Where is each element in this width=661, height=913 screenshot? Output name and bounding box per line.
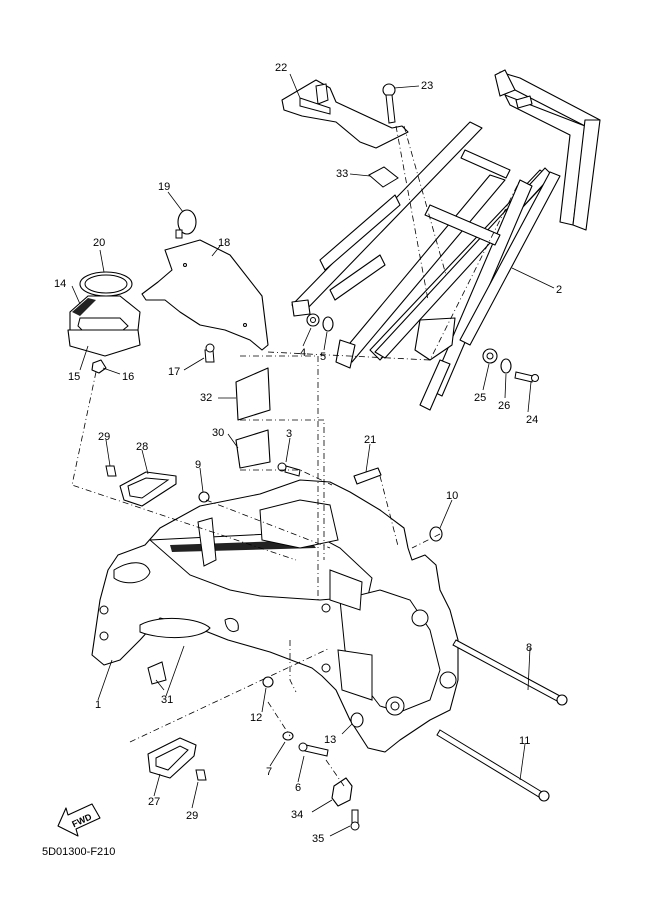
callout-12: 12 [250, 712, 262, 724]
bracket-34 [331, 777, 353, 807]
bolt-29-lower [195, 769, 207, 781]
callout-17: 17 [168, 366, 180, 378]
main-frame [91, 479, 459, 753]
callout-15: 15 [68, 371, 80, 383]
bolt-35 [350, 809, 360, 831]
callout-7: 7 [266, 766, 272, 778]
callout-11: 11 [519, 735, 530, 747]
collar-10 [429, 526, 443, 542]
seat-lock-bracket [281, 79, 409, 149]
label-sticker-30 [235, 429, 271, 469]
callout-30: 30 [212, 427, 224, 439]
washer-7 [282, 731, 294, 741]
callout-29-lower: 29 [186, 810, 198, 822]
callout-5: 5 [320, 351, 326, 363]
collar-13 [350, 712, 364, 728]
cover-plate-27 [147, 737, 197, 779]
callout-1: 1 [95, 699, 101, 711]
callout-14: 14 [54, 278, 66, 290]
bolt-11 [436, 729, 550, 802]
nut-9 [198, 491, 210, 503]
callout-29-upper: 29 [98, 431, 110, 443]
label-sticker-32 [235, 367, 271, 421]
collar-5 [322, 316, 334, 332]
leader-lines [71, 73, 555, 837]
callout-18: 18 [218, 237, 230, 249]
base-plate-15 [67, 329, 141, 357]
callout-24: 24 [526, 414, 538, 426]
callout-23: 23 [421, 80, 433, 92]
callout-4: 4 [300, 347, 306, 359]
bolt-23 [382, 83, 396, 124]
collar-26 [500, 358, 512, 374]
bolt-6 [298, 742, 329, 757]
fwd-arrow-badge: FWD [57, 803, 101, 837]
callout-33: 33 [336, 168, 348, 180]
callout-35: 35 [312, 833, 324, 845]
callout-2: 2 [556, 284, 562, 296]
callout-10: 10 [446, 490, 458, 502]
callout-25: 25 [474, 392, 486, 404]
assembly-lines [71, 125, 521, 787]
nut-16 [91, 359, 107, 374]
nut-25 [482, 348, 498, 364]
heat-shield-cover [141, 239, 269, 351]
label-sticker-31 [147, 661, 167, 685]
callout-27: 27 [148, 796, 160, 808]
callout-9: 9 [195, 459, 201, 471]
callout-19: 19 [158, 181, 170, 193]
bolt-29-upper [105, 465, 117, 477]
callout-34: 34 [291, 809, 303, 821]
callout-22: 22 [275, 62, 287, 74]
drawing-code: 5D01300-F210 [42, 846, 116, 858]
callout-6: 6 [295, 782, 301, 794]
callout-13: 13 [324, 734, 336, 746]
callout-8: 8 [526, 642, 532, 654]
nut-4 [306, 313, 320, 327]
band-19 [175, 209, 197, 239]
bracket-21 [353, 467, 382, 485]
seal-ring-20 [79, 271, 133, 297]
callout-20: 20 [93, 237, 105, 249]
callout-28: 28 [136, 441, 148, 453]
callout-32: 32 [200, 392, 212, 404]
callout-16: 16 [122, 371, 134, 383]
bolt-24 [514, 371, 539, 383]
label-sticker-33 [368, 166, 399, 188]
callout-26: 26 [498, 400, 510, 412]
bolt-3 [277, 462, 301, 477]
callout-21: 21 [364, 434, 376, 446]
callout-31: 31 [161, 694, 173, 706]
callout-3: 3 [286, 428, 292, 440]
bolt-8 [452, 639, 568, 706]
cover-plate-28 [119, 471, 177, 507]
bolt-17 [204, 343, 215, 363]
callout-labels: 1 2 3 4 5 6 7 8 9 10 11 12 13 14 15 16 1… [54, 62, 562, 845]
